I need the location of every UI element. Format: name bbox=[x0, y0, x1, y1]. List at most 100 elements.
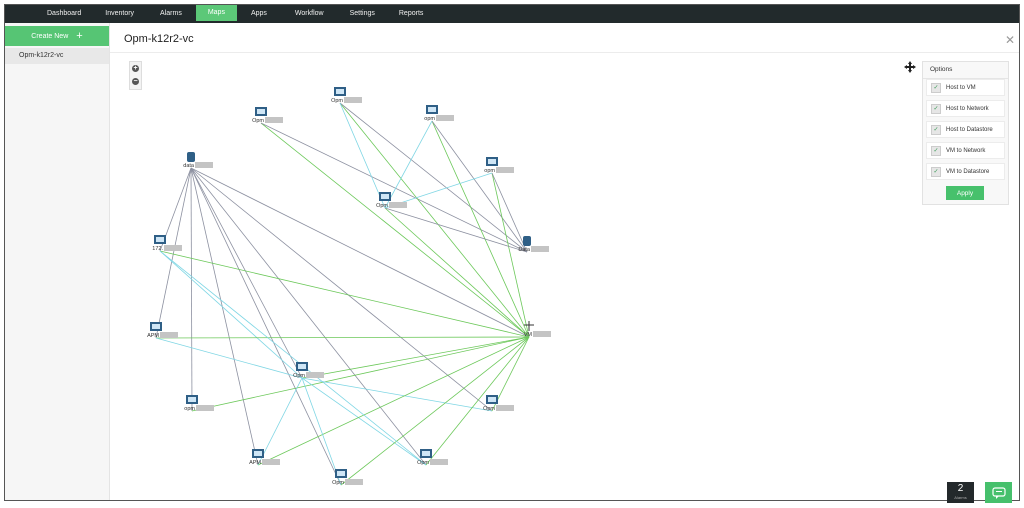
map-node-host[interactable]: 172. bbox=[152, 235, 182, 252]
redacted-label bbox=[436, 115, 454, 121]
apply-button[interactable]: Apply bbox=[946, 186, 984, 200]
plus-icon: + bbox=[76, 29, 83, 42]
link-host-to-datastore bbox=[190, 167, 303, 379]
redacted-label bbox=[196, 405, 214, 411]
link-host-to-network bbox=[339, 102, 530, 338]
sidebar: Create New + Opm-k12r2-vc bbox=[5, 23, 110, 500]
alarm-count: 2 bbox=[957, 483, 964, 494]
checkbox-checked-icon[interactable]: ✓ bbox=[931, 82, 941, 93]
redacted-label bbox=[496, 405, 514, 411]
redacted-label bbox=[531, 246, 549, 252]
link-host-to-vm bbox=[301, 377, 427, 466]
node-label: 172. bbox=[152, 246, 163, 252]
screen-icon bbox=[381, 194, 389, 199]
close-icon[interactable]: ✕ bbox=[1004, 33, 1015, 47]
checkbox-checked-icon[interactable]: ✓ bbox=[931, 103, 941, 114]
node-label: APM bbox=[249, 460, 261, 466]
redacted-label bbox=[306, 372, 324, 378]
map-node-vm[interactable]: Opm bbox=[376, 192, 407, 209]
link-host-to-datastore bbox=[384, 207, 528, 253]
screen-icon bbox=[254, 451, 262, 456]
redacted-label bbox=[430, 459, 448, 465]
map-node-host[interactable]: opm bbox=[184, 395, 214, 412]
link-host-to-vm bbox=[159, 250, 427, 466]
tab-settings[interactable]: Settings bbox=[349, 10, 375, 17]
option-vm-to-datastore[interactable]: ✓ VM to Datastore bbox=[926, 163, 1005, 180]
topology-map[interactable]: OpmOpmopmopmOpmDataVMdata172.APMopmOpmAP… bbox=[110, 53, 890, 501]
map-node-host[interactable]: Opm bbox=[332, 469, 363, 486]
screen-icon bbox=[336, 89, 344, 94]
option-host-to-vm[interactable]: ✓ Host to VM bbox=[926, 79, 1005, 96]
node-label: opm bbox=[484, 168, 495, 174]
screen-icon bbox=[257, 109, 265, 114]
alarm-count-badge[interactable]: 2 Alarms bbox=[947, 482, 974, 503]
checkbox-checked-icon[interactable]: ✓ bbox=[931, 166, 941, 177]
redacted-label bbox=[533, 331, 551, 337]
link-host-to-datastore bbox=[190, 167, 342, 486]
map-node-host[interactable]: opm bbox=[484, 157, 514, 174]
node-label: Opm bbox=[483, 406, 495, 412]
link-host-to-vm bbox=[301, 377, 342, 486]
map-node-host[interactable]: opm bbox=[424, 105, 454, 122]
tab-apps[interactable]: Apps bbox=[250, 10, 267, 17]
map-node-datastore[interactable]: data bbox=[183, 152, 213, 169]
sidebar-item-map[interactable]: Opm-k12r2-vc bbox=[5, 48, 109, 64]
link-host-to-network bbox=[384, 207, 530, 338]
zoom-out-button[interactable]: − bbox=[130, 75, 141, 88]
link-host-to-datastore bbox=[190, 167, 493, 412]
redacted-label bbox=[265, 117, 283, 123]
link-host-to-datastore bbox=[491, 172, 528, 253]
option-host-to-network[interactable]: ✓ Host to Network bbox=[926, 100, 1005, 117]
link-host-to-datastore bbox=[431, 120, 528, 253]
alarm-label: Alarms bbox=[954, 495, 967, 500]
checkbox-checked-icon[interactable]: ✓ bbox=[931, 124, 941, 135]
zoom-in-icon: + bbox=[132, 65, 139, 72]
screen-icon bbox=[152, 324, 160, 329]
option-vm-to-network[interactable]: ✓ VM to Network bbox=[926, 142, 1005, 159]
option-host-to-datastore[interactable]: ✓ Host to Datastore bbox=[926, 121, 1005, 138]
chat-button[interactable] bbox=[985, 482, 1012, 503]
map-node-host[interactable]: Opm bbox=[331, 87, 362, 104]
tab-maps[interactable]: Maps bbox=[195, 5, 237, 21]
zoom-controls: + − bbox=[129, 61, 142, 90]
option-label: VM to Datastore bbox=[946, 168, 990, 175]
node-label: Data bbox=[518, 247, 531, 253]
tab-inventory[interactable]: Inventory bbox=[105, 10, 135, 17]
create-new-button[interactable]: Create New + bbox=[5, 26, 109, 46]
node-label: Opm bbox=[417, 460, 429, 466]
map-node-network[interactable]: VM bbox=[524, 321, 551, 338]
tab-reports[interactable]: Reports bbox=[398, 10, 424, 17]
tab-alarms[interactable]: Alarms bbox=[160, 10, 182, 17]
map-node-host[interactable]: APM bbox=[147, 322, 178, 339]
screen-icon bbox=[188, 397, 196, 402]
map-node-vm[interactable]: Opm bbox=[293, 362, 324, 379]
map-node-host[interactable]: Opm bbox=[417, 449, 448, 466]
link-host-to-vm bbox=[257, 377, 303, 466]
link-host-to-network bbox=[491, 172, 530, 338]
option-label: Host to Network bbox=[946, 105, 989, 112]
tab-workflow[interactable]: Workflow bbox=[294, 10, 324, 17]
checkbox-checked-icon[interactable]: ✓ bbox=[931, 145, 941, 156]
map-node-datastore[interactable]: Data bbox=[518, 236, 549, 253]
map-node-host[interactable]: Opm bbox=[252, 107, 283, 124]
map-node-host[interactable]: APM bbox=[249, 449, 280, 466]
create-new-label: Create New bbox=[31, 32, 69, 40]
link-host-to-network bbox=[431, 120, 530, 338]
tab-dashboard[interactable]: Dashboard bbox=[47, 10, 82, 17]
link-host-to-network bbox=[159, 250, 530, 338]
option-label: Host to VM bbox=[946, 84, 976, 91]
move-arrows-icon[interactable] bbox=[904, 61, 916, 73]
node-label: opm bbox=[184, 406, 195, 412]
link-host-to-datastore bbox=[190, 167, 193, 412]
zoom-in-button[interactable]: + bbox=[130, 62, 141, 75]
link-host-to-network bbox=[301, 336, 530, 379]
screen-icon bbox=[428, 107, 436, 112]
redacted-label bbox=[496, 167, 514, 173]
node-label: opm bbox=[424, 116, 435, 122]
node-label: Opm bbox=[332, 480, 344, 486]
map-node-host[interactable]: Opm bbox=[483, 395, 514, 412]
link-host-to-datastore bbox=[260, 122, 528, 253]
app-window: Dashboard Inventory Alarms Maps Apps Wor… bbox=[4, 4, 1020, 501]
link-host-to-datastore bbox=[339, 102, 528, 253]
